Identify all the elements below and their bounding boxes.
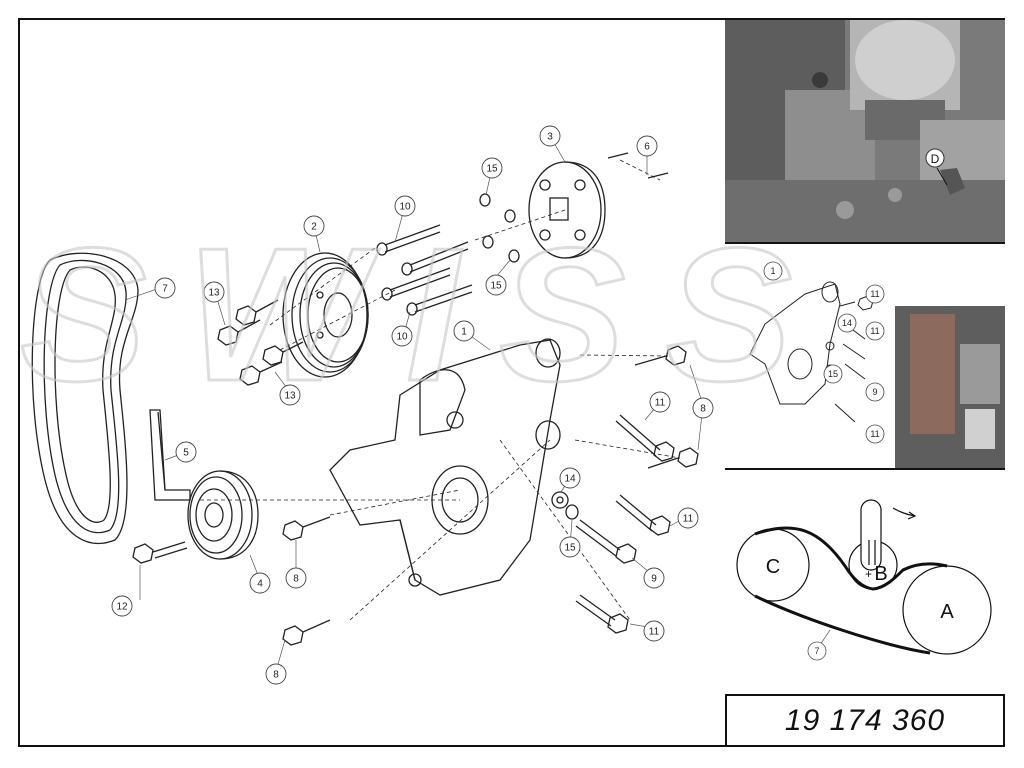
callout-circle xyxy=(649,391,671,413)
bracket-callout-14: 14 xyxy=(842,318,852,328)
callout-c8c: 8 xyxy=(273,670,279,681)
belt-routing-diagram: 7 C B + A xyxy=(736,499,992,661)
detail-panels: D xyxy=(725,20,1005,745)
bracket-callout-9: 9 xyxy=(872,387,877,397)
belt-routing-panel: 7 C B + A xyxy=(725,470,1005,696)
callout-c9: 9 xyxy=(651,574,657,585)
bracket-detail-panel: 1 11 11 11 14 15 9 xyxy=(725,244,1005,470)
tensioner-pulley xyxy=(187,470,259,560)
pulley-2 xyxy=(282,252,369,378)
bracket-callout-15: 15 xyxy=(828,369,838,379)
bracket-callout-11: 11 xyxy=(870,429,879,439)
callout-c4: 4 xyxy=(257,579,263,590)
callout-circle xyxy=(279,384,301,406)
callout-circle xyxy=(559,536,581,558)
callout-circle xyxy=(203,281,225,303)
callout-circle xyxy=(394,195,416,217)
callout-circle xyxy=(692,397,714,419)
callout-circle xyxy=(175,441,197,463)
callout-circle xyxy=(481,157,503,179)
callout-circle xyxy=(303,215,325,237)
callout-c15b: 15 xyxy=(490,281,502,292)
callout-circle xyxy=(539,125,561,147)
engine-photo-panel: D xyxy=(725,20,1005,244)
bracket-callout-1: 1 xyxy=(770,266,775,276)
callout-c1: 1 xyxy=(461,327,467,338)
bolts-11 xyxy=(575,414,675,634)
callout-c11b: 11 xyxy=(683,514,694,525)
bolts-10 xyxy=(376,224,473,316)
main-bracket-1 xyxy=(329,338,561,596)
callout-c6: 6 xyxy=(644,142,650,153)
callout-circle xyxy=(249,572,271,594)
part-number-panel: 19 174 360 xyxy=(725,696,1005,745)
bolt-12 xyxy=(132,541,188,564)
bracket-detail: 1 11 11 11 14 15 9 xyxy=(749,261,1005,468)
pulley-c-label: C xyxy=(766,556,780,578)
callout-c14: 14 xyxy=(564,474,576,485)
callout-c13a: 13 xyxy=(208,288,220,299)
callout-circle xyxy=(154,277,176,299)
callout-c5: 5 xyxy=(183,448,189,459)
engine-photo: D xyxy=(725,20,1005,242)
pulley-b-label: B xyxy=(874,563,887,585)
callout-circle xyxy=(265,663,287,685)
callout-circle xyxy=(643,567,665,589)
callout-c3: 3 xyxy=(547,132,553,143)
callout-circle xyxy=(559,467,581,489)
drive-belt xyxy=(31,252,139,544)
bolts-8 xyxy=(282,345,699,646)
bracket-callout-11: 11 xyxy=(870,289,879,299)
callout-c12: 12 xyxy=(116,602,128,613)
part-number: 19 174 360 xyxy=(784,703,946,737)
photo-callout-d: D xyxy=(931,152,940,166)
callout-c8a: 8 xyxy=(700,404,706,415)
callout-circle xyxy=(636,135,658,157)
callout-c10b: 10 xyxy=(396,332,408,343)
callout-circle xyxy=(643,620,665,642)
callout-circle xyxy=(111,595,133,617)
bracket-callout-11: 11 xyxy=(870,326,879,336)
bolts-13 xyxy=(217,299,304,386)
plus-marker: + xyxy=(865,567,872,581)
callout-circle xyxy=(285,567,307,589)
callout-circle xyxy=(391,325,413,347)
callout-circle xyxy=(677,507,699,529)
callout-c11c: 11 xyxy=(649,627,660,638)
routing-callout-7: 7 xyxy=(814,646,819,656)
callout-c15c: 15 xyxy=(564,543,576,554)
callout-c13b: 13 xyxy=(284,391,296,402)
pulley-a-label: A xyxy=(940,601,954,623)
bracket-5 xyxy=(149,409,191,501)
callout-c11a: 11 xyxy=(655,398,666,409)
callout-c2: 2 xyxy=(311,222,317,233)
callout-c7: 7 xyxy=(162,284,168,295)
callout-circle xyxy=(453,320,475,342)
callout-circle xyxy=(485,274,507,296)
hub-3 xyxy=(528,161,606,259)
callout-c15a: 15 xyxy=(486,164,498,175)
callout-c8b: 8 xyxy=(293,574,299,585)
callout-c10a: 10 xyxy=(399,202,411,213)
